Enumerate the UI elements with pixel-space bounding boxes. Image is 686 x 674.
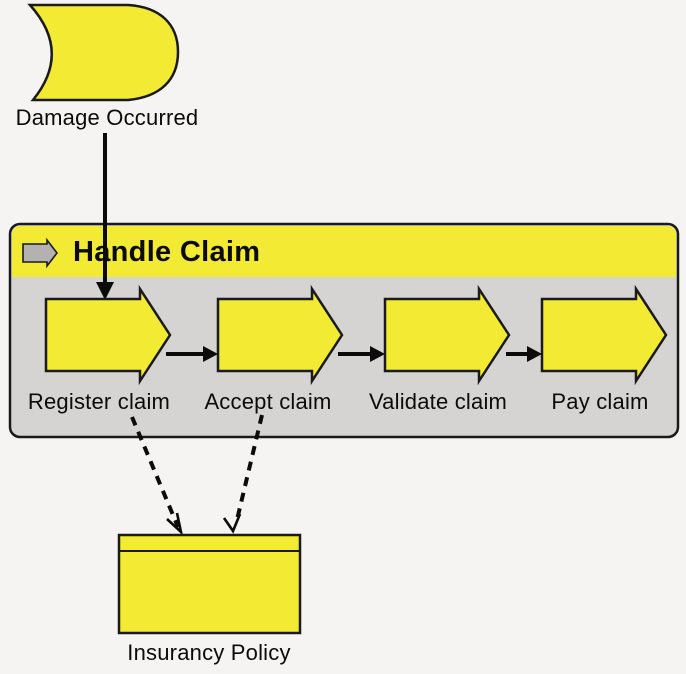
arrowhead-icon: [203, 346, 218, 362]
object-label: Insurancy Policy: [127, 640, 291, 665]
step-label-register: Register claim: [27, 389, 171, 414]
process-arrow-icon: [22, 237, 59, 269]
flow-connector-3: [506, 346, 542, 362]
step-node-register[interactable]: [44, 284, 172, 386]
object-node[interactable]: [117, 533, 302, 635]
open-arrowhead-icon: [166, 512, 184, 536]
step-node-accept[interactable]: [216, 284, 344, 386]
process-group-title: Handle Claim: [73, 236, 261, 268]
flow-connector-1: [166, 346, 218, 362]
step-label-accept: Accept claim: [204, 389, 332, 414]
step-node-pay[interactable]: [540, 284, 668, 386]
process-group-header: [12, 226, 676, 277]
flow-connector-2: [338, 346, 385, 362]
open-arrowhead-icon: [222, 513, 242, 534]
arrowhead-icon: [370, 346, 385, 362]
process-group[interactable]: [8, 222, 680, 439]
event-to-step-connector: [96, 133, 114, 300]
step-label-validate: Validate claim: [368, 389, 508, 414]
step-label-pay: Pay claim: [551, 389, 649, 414]
step-node-validate[interactable]: [383, 284, 511, 386]
object-node-body[interactable]: [117, 533, 302, 635]
dashed-connector-accept-to-object: [222, 414, 264, 534]
arrowhead-icon: [96, 282, 114, 300]
event-label: Damage Occurred: [15, 105, 199, 130]
process-group-body[interactable]: [8, 222, 680, 439]
arrowhead-icon: [527, 346, 542, 362]
event-node[interactable]: [27, 3, 180, 102]
dashed-connector-register-to-object: [130, 416, 184, 536]
